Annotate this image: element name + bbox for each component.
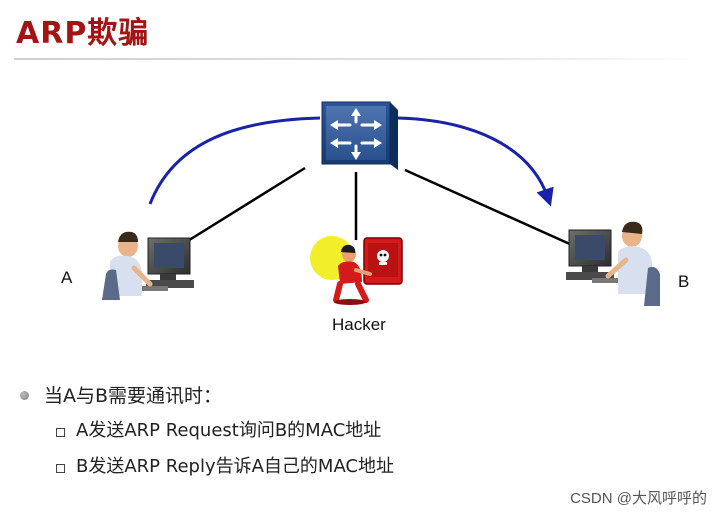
title-divider [14,58,706,60]
square-bullet-icon [56,464,65,473]
bullet-list: 当A与B需要通讯时： A发送ARP Request询问B的MAC地址 B发送AR… [16,380,394,484]
host-a-label: A [61,268,73,287]
square-bullet-icon [56,428,65,437]
list-item-text: A发送ARP Request询问B的MAC地址 [76,420,382,441]
list-item-text: B发送ARP Reply告诉A自己的MAC地址 [76,456,395,477]
hacker-icon [310,236,403,305]
page-title: ARP欺骗 [16,16,150,51]
link-switch-host-a [169,166,306,254]
bullet-main-text: 当A与B需要通讯时： [44,385,223,407]
bullet-dot-icon [20,391,29,400]
arp-request-arc [148,116,321,205]
link-switch-host-b [404,168,573,247]
list-item: B发送ARP Reply告诉A自己的MAC地址 [54,450,394,484]
bullet-main: 当A与B需要通讯时： [16,380,394,412]
arp-reply-arc [397,116,554,207]
host-b-label: B [678,272,690,291]
host-b-icon [566,221,660,306]
switch-icon [321,101,398,170]
list-item: A发送ARP Request询问B的MAC地址 [54,414,394,448]
host-a-icon [102,231,194,300]
watermark: CSDN @大风呼呼的 [570,490,707,507]
hacker-label: Hacker [332,315,386,334]
